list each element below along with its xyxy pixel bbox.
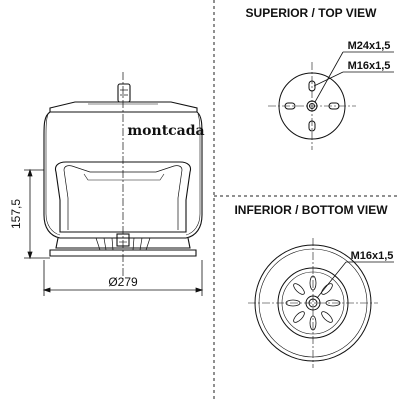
top-callout-m24: M24x1,5 xyxy=(348,40,391,52)
slot-top xyxy=(308,80,316,92)
bottom-center-stud xyxy=(305,295,321,311)
top-plate xyxy=(49,101,198,113)
piston-ribs xyxy=(95,237,151,251)
top-callout-m16: M16x1,5 xyxy=(348,60,391,72)
piston-base xyxy=(55,237,191,249)
separator-lines xyxy=(213,0,400,400)
center-stud-m24 xyxy=(306,100,318,112)
top-stud xyxy=(117,83,131,103)
bottom-callout-m16: M16x1,5 xyxy=(351,250,394,262)
bottom-stud xyxy=(116,233,130,247)
rib-star-pattern xyxy=(285,275,341,331)
slot-bottom xyxy=(308,120,316,132)
brand-logo: montcada xyxy=(127,123,204,139)
piston-outline xyxy=(54,161,192,233)
diameter-dimension xyxy=(42,260,204,296)
height-dimension xyxy=(24,168,50,260)
bottom-view-drawing xyxy=(248,238,394,368)
slot-left xyxy=(284,102,296,110)
bottom-view-title: INFERIOR / BOTTOM VIEW xyxy=(234,203,388,217)
air-spring-side-view xyxy=(43,72,203,282)
base-plate xyxy=(49,249,197,257)
diameter-label: Ø279 xyxy=(108,275,138,289)
slot-right xyxy=(328,102,340,110)
top-view-title: SUPERIOR / TOP VIEW xyxy=(246,6,378,20)
top-view-drawing xyxy=(268,51,394,150)
height-label: 157,5 xyxy=(9,199,23,229)
